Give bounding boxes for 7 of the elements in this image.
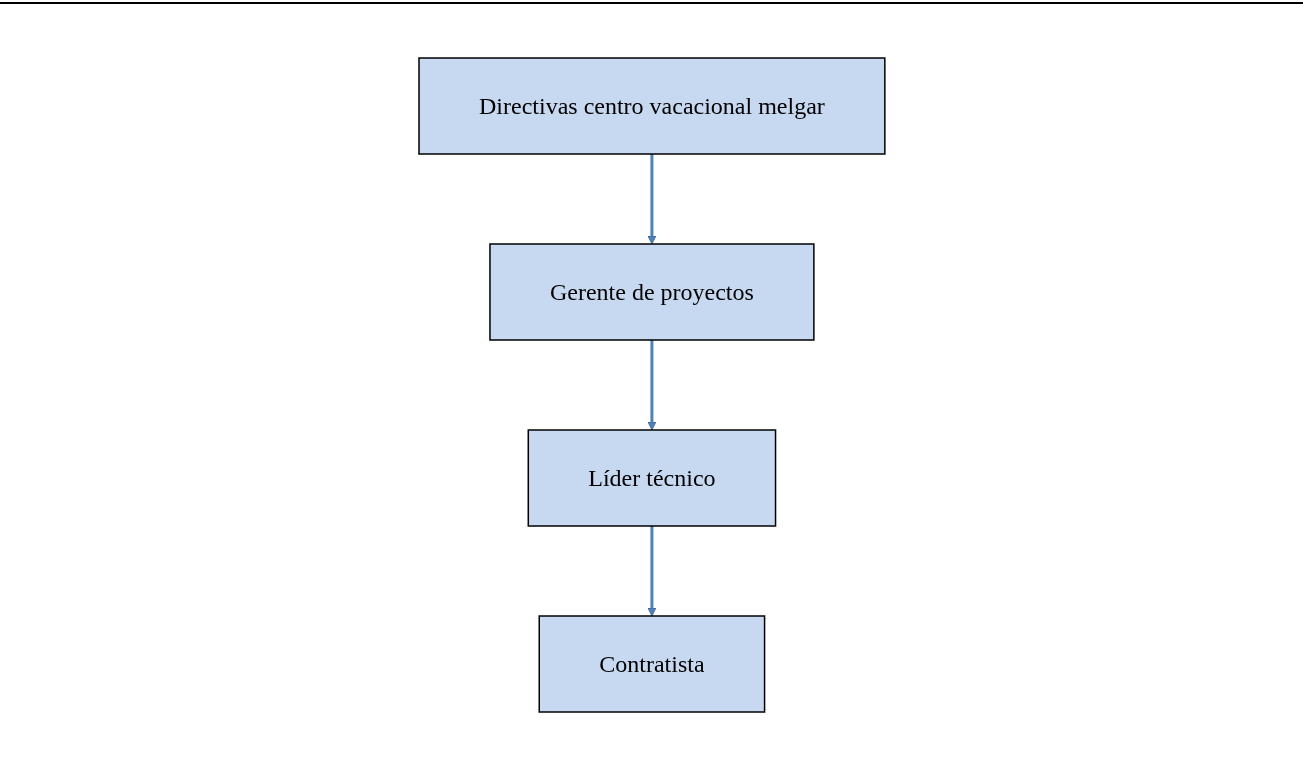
arrow — [647, 154, 656, 245]
node-box: Contratista — [538, 615, 765, 713]
node-box: Líder técnico — [527, 429, 776, 527]
node-box: Gerente de proyectos — [488, 243, 815, 341]
node-box: Directivas centro vacacional melgar — [417, 57, 886, 155]
arrow — [647, 340, 656, 431]
arrow — [647, 526, 656, 617]
